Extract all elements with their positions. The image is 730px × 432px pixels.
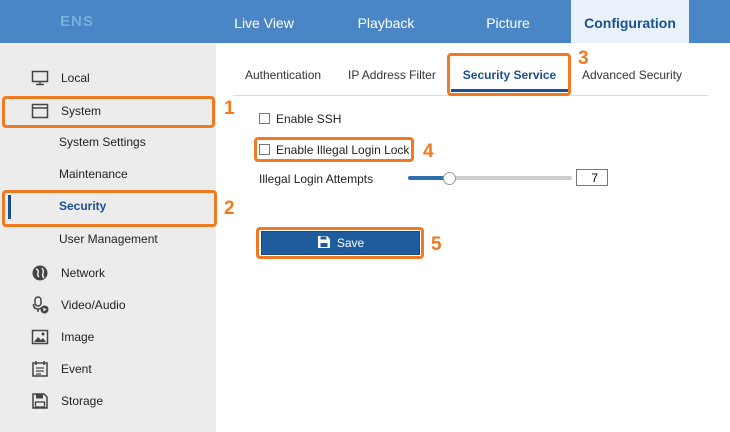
- image-icon: [31, 328, 49, 346]
- save-button-label: Save: [336, 236, 365, 250]
- tab-security-service[interactable]: Security Service: [451, 62, 568, 92]
- nav-configuration[interactable]: Configuration: [571, 0, 689, 43]
- illegal-login-attempts-slider[interactable]: [408, 176, 572, 180]
- slider-fill: [408, 176, 450, 180]
- annotation-box-4: [254, 137, 414, 162]
- sidebar-item-image[interactable]: Image: [0, 322, 216, 352]
- annotation-box-3: [447, 53, 571, 96]
- slider-handle[interactable]: [443, 172, 456, 185]
- save-icon: [317, 235, 331, 252]
- enable-ssh-checkbox[interactable]: [259, 113, 270, 124]
- sidebar-item-system[interactable]: System: [0, 96, 216, 126]
- enable-illegal-login-lock-label: Enable Illegal Login Lock: [276, 143, 410, 157]
- illegal-login-attempts-label: Illegal Login Attempts: [259, 172, 374, 186]
- enable-illegal-login-lock-checkbox[interactable]: [259, 144, 270, 155]
- tab-advanced-security[interactable]: Advanced Security: [582, 68, 683, 82]
- nav-picture[interactable]: Picture: [486, 15, 530, 31]
- sidebar-item-system-settings[interactable]: System Settings: [0, 127, 216, 157]
- sidebar-item-label: Video/Audio: [61, 298, 126, 312]
- floppy-disk-icon: [31, 392, 49, 410]
- sidebar-item-label: Event: [61, 362, 92, 376]
- sidebar-item-label: Image: [61, 330, 95, 344]
- brand-logo: ENS: [60, 13, 94, 30]
- calendar-icon: [31, 360, 49, 378]
- nav-playback[interactable]: Playback: [357, 15, 415, 31]
- annotation-box-1: [2, 96, 215, 128]
- annotation-number-1: 1: [224, 98, 235, 119]
- sidebar-item-label: Local: [61, 71, 90, 85]
- selection-indicator: [8, 195, 11, 219]
- annotation-box-2: [2, 190, 217, 227]
- annotation-number-5: 5: [431, 234, 442, 255]
- sidebar-item-label: System: [61, 104, 102, 118]
- sidebar-item-label: Maintenance: [59, 167, 128, 181]
- illegal-login-attempts-input[interactable]: [576, 169, 608, 186]
- sidebar-item-event[interactable]: Event: [0, 354, 216, 384]
- sidebar-item-user-management[interactable]: User Management: [0, 224, 216, 254]
- sidebar-item-network[interactable]: Network: [0, 258, 216, 288]
- annotation-box-5: [256, 227, 424, 259]
- sidebar-item-label: Storage: [61, 394, 104, 408]
- monitor-icon: [31, 69, 49, 87]
- microphone-play-icon: [31, 296, 49, 314]
- sidebar-item-storage[interactable]: Storage: [0, 386, 216, 416]
- tab-ip-address-filter[interactable]: IP Address Filter: [348, 68, 436, 82]
- sidebar-item-label: System Settings: [59, 135, 146, 149]
- sidebar-item-maintenance[interactable]: Maintenance: [0, 159, 216, 189]
- save-button[interactable]: Save: [261, 231, 420, 255]
- annotation-number-2: 2: [224, 198, 235, 219]
- top-navigation-bar: ENS Live View Playback Picture Configura…: [0, 0, 730, 43]
- sidebar-item-label: User Management: [59, 232, 158, 246]
- sidebar-item-local[interactable]: Local: [0, 63, 216, 93]
- sidebar-item-video-audio[interactable]: Video/Audio: [0, 290, 216, 320]
- enable-ssh-label: Enable SSH: [276, 112, 342, 126]
- annotation-number-3: 3: [578, 48, 589, 69]
- sidebar: Local System System Settings Maintenance…: [0, 43, 216, 432]
- globe-icon: [31, 264, 49, 282]
- sidebar-item-label: Security: [59, 199, 107, 213]
- annotation-number-4: 4: [423, 141, 434, 162]
- sidebar-item-label: Network: [61, 266, 106, 280]
- sidebar-item-security[interactable]: Security: [0, 191, 216, 221]
- window-icon: [31, 102, 49, 120]
- tab-authentication[interactable]: Authentication: [245, 68, 322, 82]
- nav-live-view[interactable]: Live View: [234, 15, 294, 31]
